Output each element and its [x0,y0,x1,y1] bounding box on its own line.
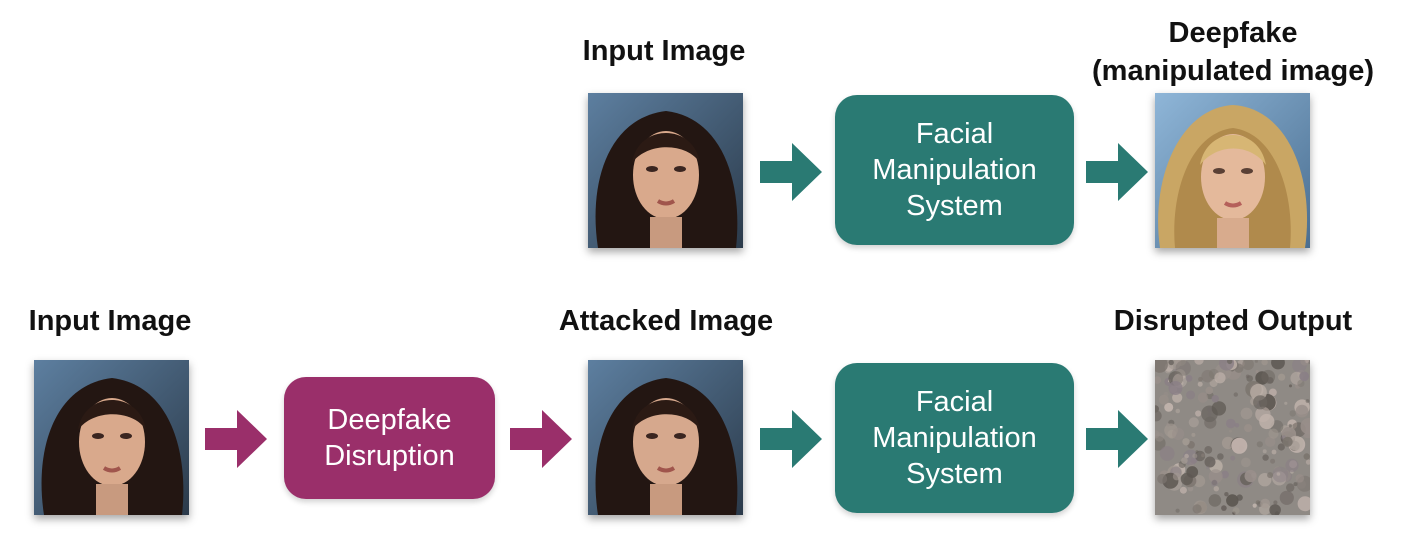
bottom-facial-manipulation-system-box: Facial Manipulation System [835,363,1074,513]
bottom-arrow-to-system [760,410,822,468]
top-input-image [588,93,743,248]
bottom-system-box-label: Facial Manipulation System [872,386,1037,490]
bottom-input-image-label: Input Image [28,305,192,337]
deepfake-disruption-box: Deepfake Disruption [284,377,495,499]
deepfake-label: Deepfake [1168,17,1298,49]
bottom-arrow-to-disrupted-output [1086,410,1148,468]
disrupted-output-image [1155,360,1310,515]
top-input-image-label: Input Image [582,35,746,67]
attacked-image [588,360,743,515]
arrow-to-disruption [205,410,267,468]
disrupted-output-label: Disrupted Output [1113,305,1353,337]
top-arrow-to-deepfake [1086,143,1148,201]
top-arrow-to-system [760,143,822,201]
disruption-box-label: Deepfake Disruption [324,404,455,472]
attacked-image-label: Attacked Image [558,305,774,337]
top-facial-manipulation-system-box: Facial Manipulation System [835,95,1074,245]
bottom-input-image [34,360,189,515]
top-system-box-label: Facial Manipulation System [872,118,1037,222]
deepfake-sublabel: (manipulated image) [1092,55,1374,87]
deepfake-output-image [1155,93,1310,248]
arrow-to-attacked-image [510,410,572,468]
